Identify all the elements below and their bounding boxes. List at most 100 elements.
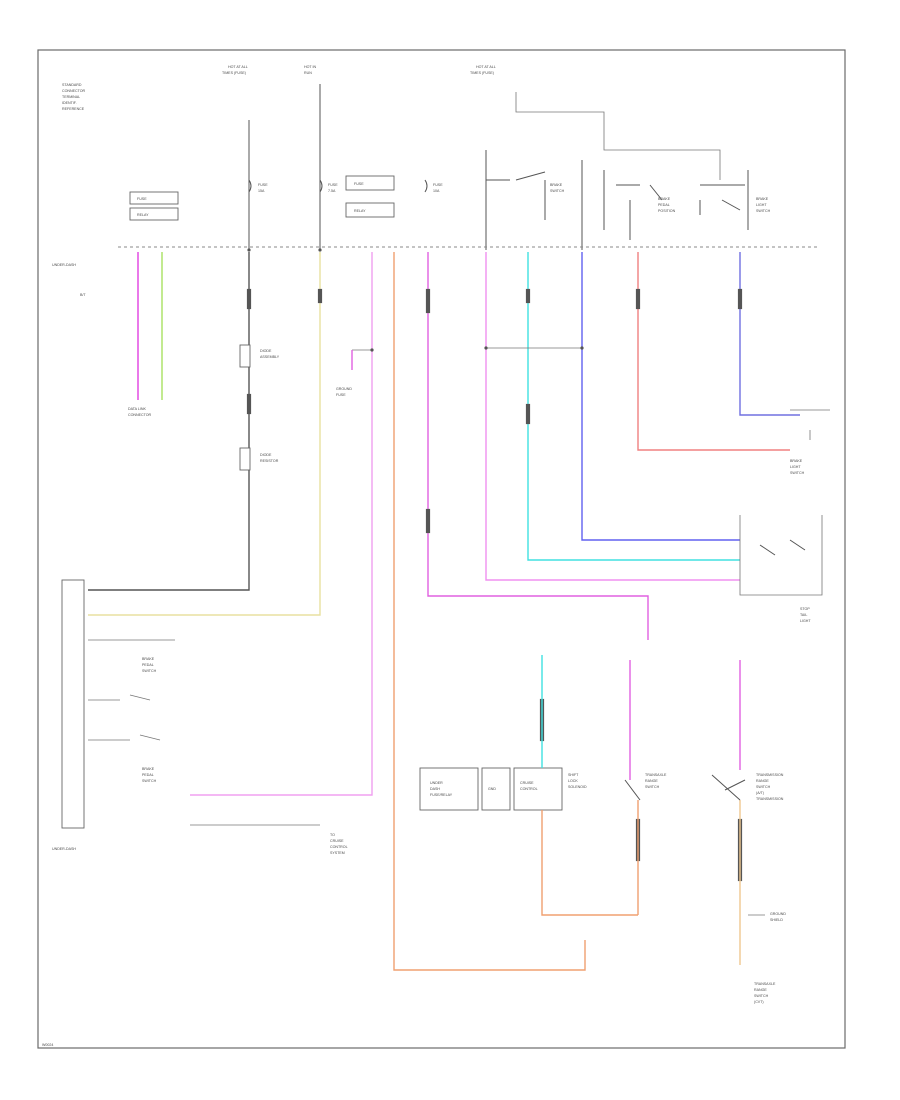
fuse-1-symbol xyxy=(248,179,252,193)
junction-dot-4 xyxy=(318,248,322,252)
brake-pedal-switch-left-2-label-2: PEDAL xyxy=(142,773,154,777)
transaxle-range-switch-symbol xyxy=(624,779,641,801)
transmission-range-switch-label-3: SWITCH xyxy=(756,785,771,789)
row-label-b: B/T xyxy=(80,293,86,297)
brake-pedal-switch-left-2-label-3: SWITCH xyxy=(142,779,157,783)
stop-tail-module-box xyxy=(739,515,823,596)
connector-mark-4 xyxy=(425,288,431,314)
brake-switch-top-symbol xyxy=(485,171,546,220)
fuse-1: FUSE 15A xyxy=(248,179,268,193)
diode-assembly-1-label-1: DIODE xyxy=(260,349,272,353)
diagram-id: W0024 xyxy=(42,1043,53,1047)
bottom-box-cruise-label-1: CRUISE xyxy=(520,781,534,785)
power-header-3: HOT AT ALL TIMES (FUSE) xyxy=(470,65,496,75)
fuse-relay-box-left-top xyxy=(129,191,179,205)
brake-light-switch-right-label-3: SWITCH xyxy=(790,471,805,475)
row-label-under-dash: UNDER-DASH xyxy=(52,263,76,267)
fuse-1-label-2: 15A xyxy=(258,189,265,193)
brake-pedal-switch-left-2-label-1: BRAKE xyxy=(142,767,155,771)
brake-switch-top-label-1: BRAKE xyxy=(550,183,563,187)
top-left-label-line-1: STANDARD xyxy=(62,83,82,87)
feed-wire-4 xyxy=(515,92,605,125)
feed-wire-5 xyxy=(603,125,721,180)
brake-pedal-switch-left-1-label-1: BRAKE xyxy=(142,657,155,661)
connector-mark-2 xyxy=(246,393,252,415)
fuse-1-label-1: FUSE xyxy=(258,183,268,187)
stop-tail-module: STOP TAIL LIGHT xyxy=(739,515,823,623)
fuse-relay-box-center-label-1: FUSE xyxy=(354,182,364,186)
bottom-box-gnd: GND xyxy=(481,767,511,811)
connector-mark-7 xyxy=(525,403,531,425)
fuse-relay-box-center: FUSE RELAY xyxy=(345,175,395,218)
cruise-control-label-2: CRUISE xyxy=(330,839,344,843)
ignition-link-3 xyxy=(88,734,161,741)
top-left-label-line-3: TERMINAL xyxy=(62,95,80,99)
stop-tail-module-label-1: STOP xyxy=(800,607,810,611)
junction-dot-1 xyxy=(484,346,488,350)
transmission-range-switch: TRANSMISSION RANGE SWITCH (A/T) TRANSMIS… xyxy=(711,773,784,801)
brake-pedal-top-label-3: POSITION xyxy=(658,209,676,213)
diode-assembly-2-label-2: RESISTOR xyxy=(260,459,279,463)
wire-orange-bottom xyxy=(541,810,638,916)
wire-pink-center xyxy=(485,252,740,581)
bottom-box-cruise-label-2: CONTROL xyxy=(520,787,538,791)
fuse-2: FUSE 7.5A xyxy=(319,179,338,193)
transaxle-range-switch-label-3: SWITCH xyxy=(645,785,660,789)
transmission-range-switch-label-4: (A/T) xyxy=(756,791,764,795)
diode-assembly-2-body xyxy=(239,447,251,471)
transmission-range-switch-label-1: TRANSMISSION xyxy=(756,773,784,777)
transmission-range-switch-label-2: RANGE xyxy=(756,779,769,783)
power-header-1-line-2: TIMES (FUSE) xyxy=(222,71,246,75)
brake-light-switch-right-label-2: LIGHT xyxy=(790,465,801,469)
ignition-unit-body xyxy=(61,579,85,829)
power-header-2-line-1: HOT IN xyxy=(304,65,317,69)
power-header-1-line-1: HOT AT ALL xyxy=(228,65,248,69)
shift-lock-solenoid-label-2: LOCK xyxy=(568,779,578,783)
fuse-2-label-1: FUSE xyxy=(328,183,338,187)
stop-tail-module-label-2: TAIL xyxy=(800,613,807,617)
wire-magenta-center xyxy=(427,252,649,640)
brake-light-top-label-3: SWITCH xyxy=(756,209,771,213)
ground-shield-label: GROUND SHIELD xyxy=(748,912,786,922)
cruise-control-label-4: SYSTEM xyxy=(330,851,345,855)
connector-mark-5 xyxy=(425,508,431,534)
connector-mark-3 xyxy=(317,288,323,304)
data-link-label-2: CONNECTOR xyxy=(128,413,151,417)
bottom-box-cruise: CRUISE CONTROL xyxy=(513,767,563,811)
wire-blue-right xyxy=(739,252,800,416)
top-left-label: STANDARD CONNECTOR TERMINAL IDENTIF. REF… xyxy=(62,83,85,111)
brake-light-top: BRAKE LIGHT SWITCH xyxy=(699,170,771,230)
wire-pink xyxy=(190,252,373,796)
brake-pedal-top-label-1: BRAKE xyxy=(658,197,671,201)
data-link-label: DATA LINK CONNECTOR xyxy=(128,407,151,417)
brake-pedal-top-label-2: PEDAL xyxy=(658,203,670,207)
junction-dot-3 xyxy=(370,348,374,352)
connector-mark-1 xyxy=(246,288,252,310)
fuse-3: FUSE 10A xyxy=(424,179,443,193)
bottom-box-under-dash-label-2: DASH xyxy=(430,787,440,791)
fuse-3-label-1: FUSE xyxy=(433,183,443,187)
ground-fuse-label-1: GROUND xyxy=(336,387,352,391)
junction-dot-5 xyxy=(247,248,251,252)
cruise-control-label: TO CRUISE CONTROL SYSTEM xyxy=(330,833,348,855)
wire-cyan xyxy=(527,252,740,561)
power-header-2: HOT IN RUN xyxy=(304,65,317,75)
ignition-unit-label: UNDER-DASH xyxy=(52,847,76,851)
connector-mark-9 xyxy=(737,288,743,310)
wire-yellow xyxy=(88,252,321,616)
ground-fuse-label-2: FUSE xyxy=(336,393,346,397)
brake-light-switch-right-label-1: BRAKE xyxy=(790,459,803,463)
transaxle-bottom-label-2: RANGE xyxy=(754,988,767,992)
transmission-range-switch-symbol xyxy=(711,774,746,801)
connector-mark-8 xyxy=(635,288,641,310)
transmission-range-switch-label-5: TRANSMISSION xyxy=(756,797,784,801)
bottom-box-under-dash-body xyxy=(419,767,479,811)
brake-pedal-top: BRAKE PEDAL POSITION xyxy=(603,170,676,240)
diode-assembly-2-label-1: DIODE xyxy=(260,453,272,457)
brake-light-top-label-2: LIGHT xyxy=(756,203,767,207)
cruise-control-label-3: CONTROL xyxy=(330,845,348,849)
transaxle-bottom-label: TRANSAXLE RANGE SWITCH (CVT) xyxy=(754,982,776,1004)
connector-mark-6 xyxy=(525,288,531,304)
fuse-relay-box-center-bottom xyxy=(345,202,395,218)
ground-fuse-label: GROUND FUSE xyxy=(336,387,352,397)
